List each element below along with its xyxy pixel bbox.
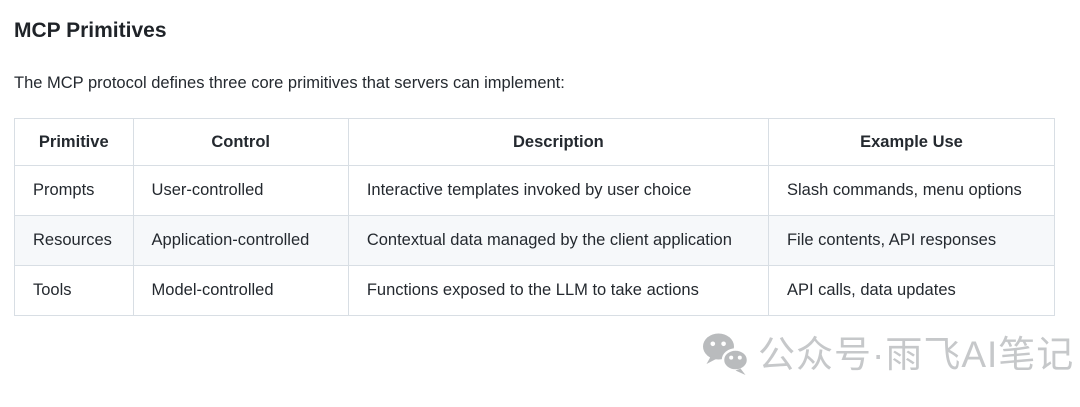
watermark: 公众号·雨飞AI笔记	[702, 332, 1074, 377]
column-header-control: Control	[132, 118, 349, 166]
cell-primitive: Tools	[14, 265, 134, 316]
intro-paragraph: The MCP protocol defines three core prim…	[14, 74, 565, 92]
cell-control: Application-controlled	[132, 215, 349, 266]
cell-description: Interactive templates invoked by user ch…	[347, 165, 769, 216]
document-page: MCP Primitives The MCP protocol defines …	[14, 19, 1056, 316]
column-header-description: Description	[347, 118, 769, 166]
page-title: MCP Primitives	[14, 19, 167, 42]
primitives-table: Primitive Control Description Example Us…	[14, 118, 1056, 316]
watermark-text: 公众号·雨飞AI笔记	[758, 334, 1075, 375]
column-header-primitive: Primitive	[14, 118, 134, 166]
table-row-prompts: Prompts User-controlled Interactive temp…	[14, 165, 1056, 216]
wechat-icon	[702, 332, 749, 377]
cell-example-use: API calls, data updates	[767, 265, 1056, 316]
cell-primitive: Prompts	[14, 165, 134, 216]
table-row-tools: Tools Model-controlled Functions exposed…	[14, 265, 1056, 316]
cell-description: Contextual data managed by the client ap…	[347, 215, 769, 266]
cell-control: Model-controlled	[132, 265, 349, 316]
cell-example-use: File contents, API responses	[767, 215, 1056, 266]
cell-example-use: Slash commands, menu options	[767, 165, 1056, 216]
cell-description: Functions exposed to the LLM to take act…	[347, 265, 769, 316]
column-header-example-use: Example Use	[767, 118, 1056, 166]
cell-primitive: Resources	[14, 215, 134, 266]
cell-control: User-controlled	[132, 165, 349, 216]
table-header-row: Primitive Control Description Example Us…	[14, 118, 1056, 166]
table-row-resources: Resources Application-controlled Context…	[14, 215, 1056, 266]
